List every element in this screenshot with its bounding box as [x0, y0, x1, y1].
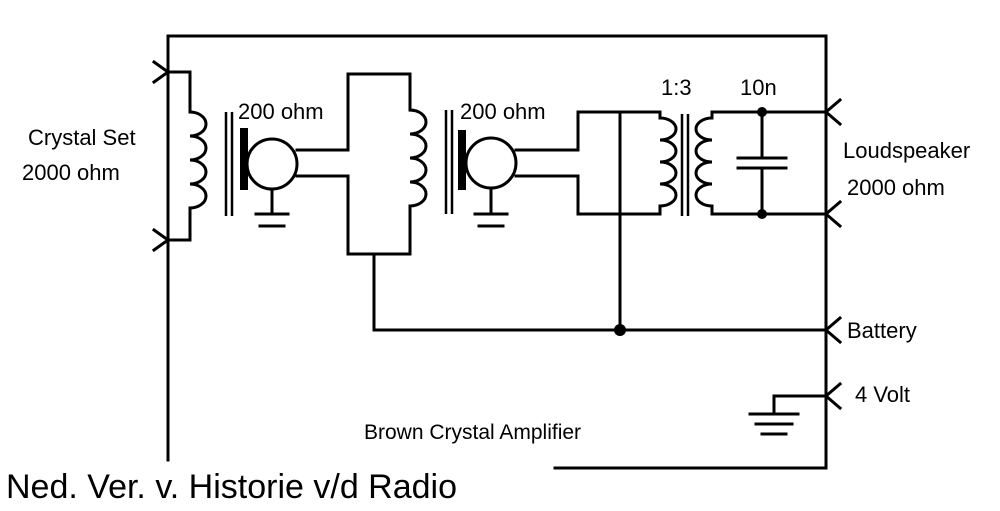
- crystal-set-input-terminals: [151, 59, 171, 253]
- loudspeaker-impedance-label: 2000 ohm: [847, 175, 945, 200]
- earphone-1: [240, 128, 299, 228]
- transformer-primary-wiring: [514, 110, 662, 332]
- enclosure-box: [166, 34, 828, 470]
- transformer-ratio-label: 1:3: [661, 75, 692, 100]
- input-coil-1: [166, 70, 234, 242]
- capacitor: [736, 107, 788, 219]
- footer-caption: Ned. Ver. v. Historie v/d Radio: [6, 468, 458, 506]
- battery-terminals: [614, 315, 843, 436]
- input-coil-2: [408, 108, 454, 214]
- crystal-set-impedance-label: 2000 ohm: [22, 160, 120, 185]
- earphone-2-impedance-label: 200 ohm: [460, 99, 546, 124]
- capacitor-value-label: 10n: [740, 75, 777, 100]
- circuit-title: Brown Crystal Amplifier: [364, 421, 582, 444]
- battery-label: Battery: [847, 318, 917, 343]
- earphone-1-impedance-label: 200 ohm: [238, 99, 324, 124]
- crystal-set-label: Crystal Set: [28, 125, 136, 150]
- battery-voltage-label: 4 Volt: [855, 382, 911, 407]
- output-transformer: [658, 110, 828, 216]
- loudspeaker-label: Loudspeaker: [843, 138, 971, 163]
- earphone-2: [458, 130, 518, 228]
- interstage-wiring: [295, 72, 828, 332]
- loudspeaker-terminals: [823, 97, 843, 229]
